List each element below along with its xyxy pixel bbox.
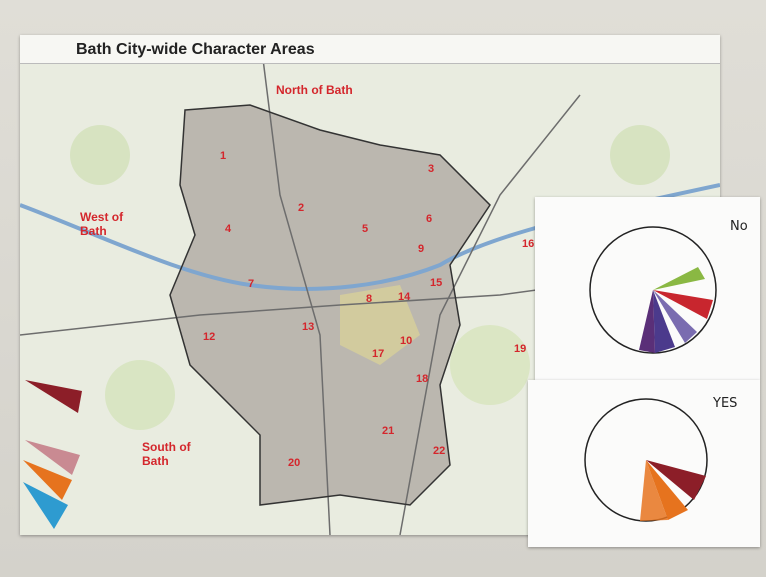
area-number: 1 bbox=[220, 150, 227, 162]
area-number: 20 bbox=[288, 457, 301, 469]
area-number: 17 bbox=[372, 348, 385, 360]
region-south-line1: South of bbox=[142, 440, 191, 454]
area-number: 7 bbox=[248, 278, 255, 290]
map-title: Bath City-wide Character Areas bbox=[76, 41, 315, 58]
area-number: 22 bbox=[433, 445, 446, 457]
region-west-line2: Bath bbox=[80, 224, 107, 238]
area-number: 8 bbox=[366, 293, 373, 305]
map-header: Bath City-wide Character Areas bbox=[20, 35, 720, 64]
region-north-of-bath: North of Bath bbox=[276, 83, 353, 97]
yes-pie-chart bbox=[584, 398, 708, 522]
area-number: 4 bbox=[225, 223, 232, 235]
region-south-of-bath: South of Bath bbox=[142, 440, 191, 468]
area-number: 13 bbox=[302, 321, 315, 333]
area-number: 18 bbox=[416, 373, 429, 385]
area-number: 2 bbox=[298, 202, 305, 214]
area-number: 9 bbox=[418, 243, 425, 255]
yes-label: YES bbox=[713, 396, 738, 411]
area-number: 15 bbox=[430, 277, 443, 289]
no-label: No bbox=[730, 219, 748, 234]
region-west-of-bath: West of Bath bbox=[80, 210, 123, 238]
yes-poll-card: YES bbox=[528, 380, 760, 547]
area-number: 5 bbox=[362, 223, 369, 235]
area-number: 12 bbox=[203, 331, 216, 343]
region-west-line1: West of bbox=[80, 210, 124, 224]
area-number: 10 bbox=[400, 335, 413, 347]
area-number: 21 bbox=[382, 425, 395, 437]
region-south-line2: Bath bbox=[142, 454, 169, 468]
area-number: 6 bbox=[426, 213, 433, 225]
area-number: 16 bbox=[522, 238, 535, 250]
area-number: 14 bbox=[398, 291, 411, 303]
area-number: 19 bbox=[514, 343, 527, 355]
no-poll-card: No bbox=[535, 197, 760, 380]
no-pie-chart bbox=[589, 226, 717, 354]
area-number: 3 bbox=[428, 163, 435, 175]
